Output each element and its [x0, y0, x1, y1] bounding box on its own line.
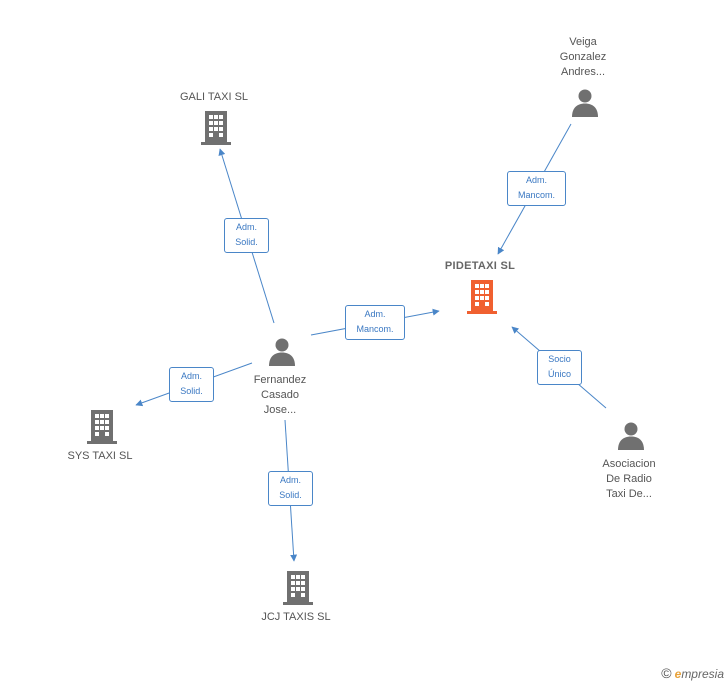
brand-logo-initial: e: [674, 667, 682, 681]
building-icon-sys-taxi[interactable]: [85, 409, 119, 445]
brand-logo-text: mpresia: [681, 667, 724, 681]
person-label-asociacion[interactable]: Asociacion De Radio Taxi De...: [602, 458, 656, 500]
edge-label-fernandez-pidetaxi: Adm. Mancom.: [345, 305, 405, 340]
building-icon-jcj-taxis[interactable]: [281, 570, 315, 606]
edge-label-fernandez-jcj: Adm. Solid.: [268, 471, 313, 506]
person-icon-veiga[interactable]: [570, 88, 600, 118]
edge-label-fernandez-gali: Adm. Solid.: [224, 218, 269, 253]
person-icon-fernandez[interactable]: [267, 337, 297, 367]
edge-label-veiga-pidetaxi: Adm. Mancom.: [507, 171, 566, 206]
company-label-gali-taxi[interactable]: GALI TAXI SL: [179, 91, 249, 103]
copyright-icon: ©: [661, 665, 672, 681]
company-label-jcj-taxis[interactable]: JCJ TAXIS SL: [261, 611, 331, 623]
person-label-fernandez[interactable]: Fernandez Casado Jose...: [253, 374, 307, 416]
edge-label-asociacion-pidetaxi: Socio Único: [537, 350, 582, 385]
company-label-sys-taxi[interactable]: SYS TAXI SL: [67, 450, 133, 462]
copyright-brand: ©empresia: [661, 665, 724, 681]
building-icon-gali-taxi[interactable]: [199, 110, 233, 146]
edge-label-fernandez-sys: Adm. Solid.: [169, 367, 214, 402]
company-label-pidetaxi[interactable]: PIDETAXI SL: [444, 260, 516, 272]
person-icon-asociacion[interactable]: [616, 421, 646, 451]
building-icon-pidetaxi[interactable]: [465, 279, 499, 315]
person-label-veiga[interactable]: Veiga Gonzalez Andres...: [559, 36, 607, 78]
